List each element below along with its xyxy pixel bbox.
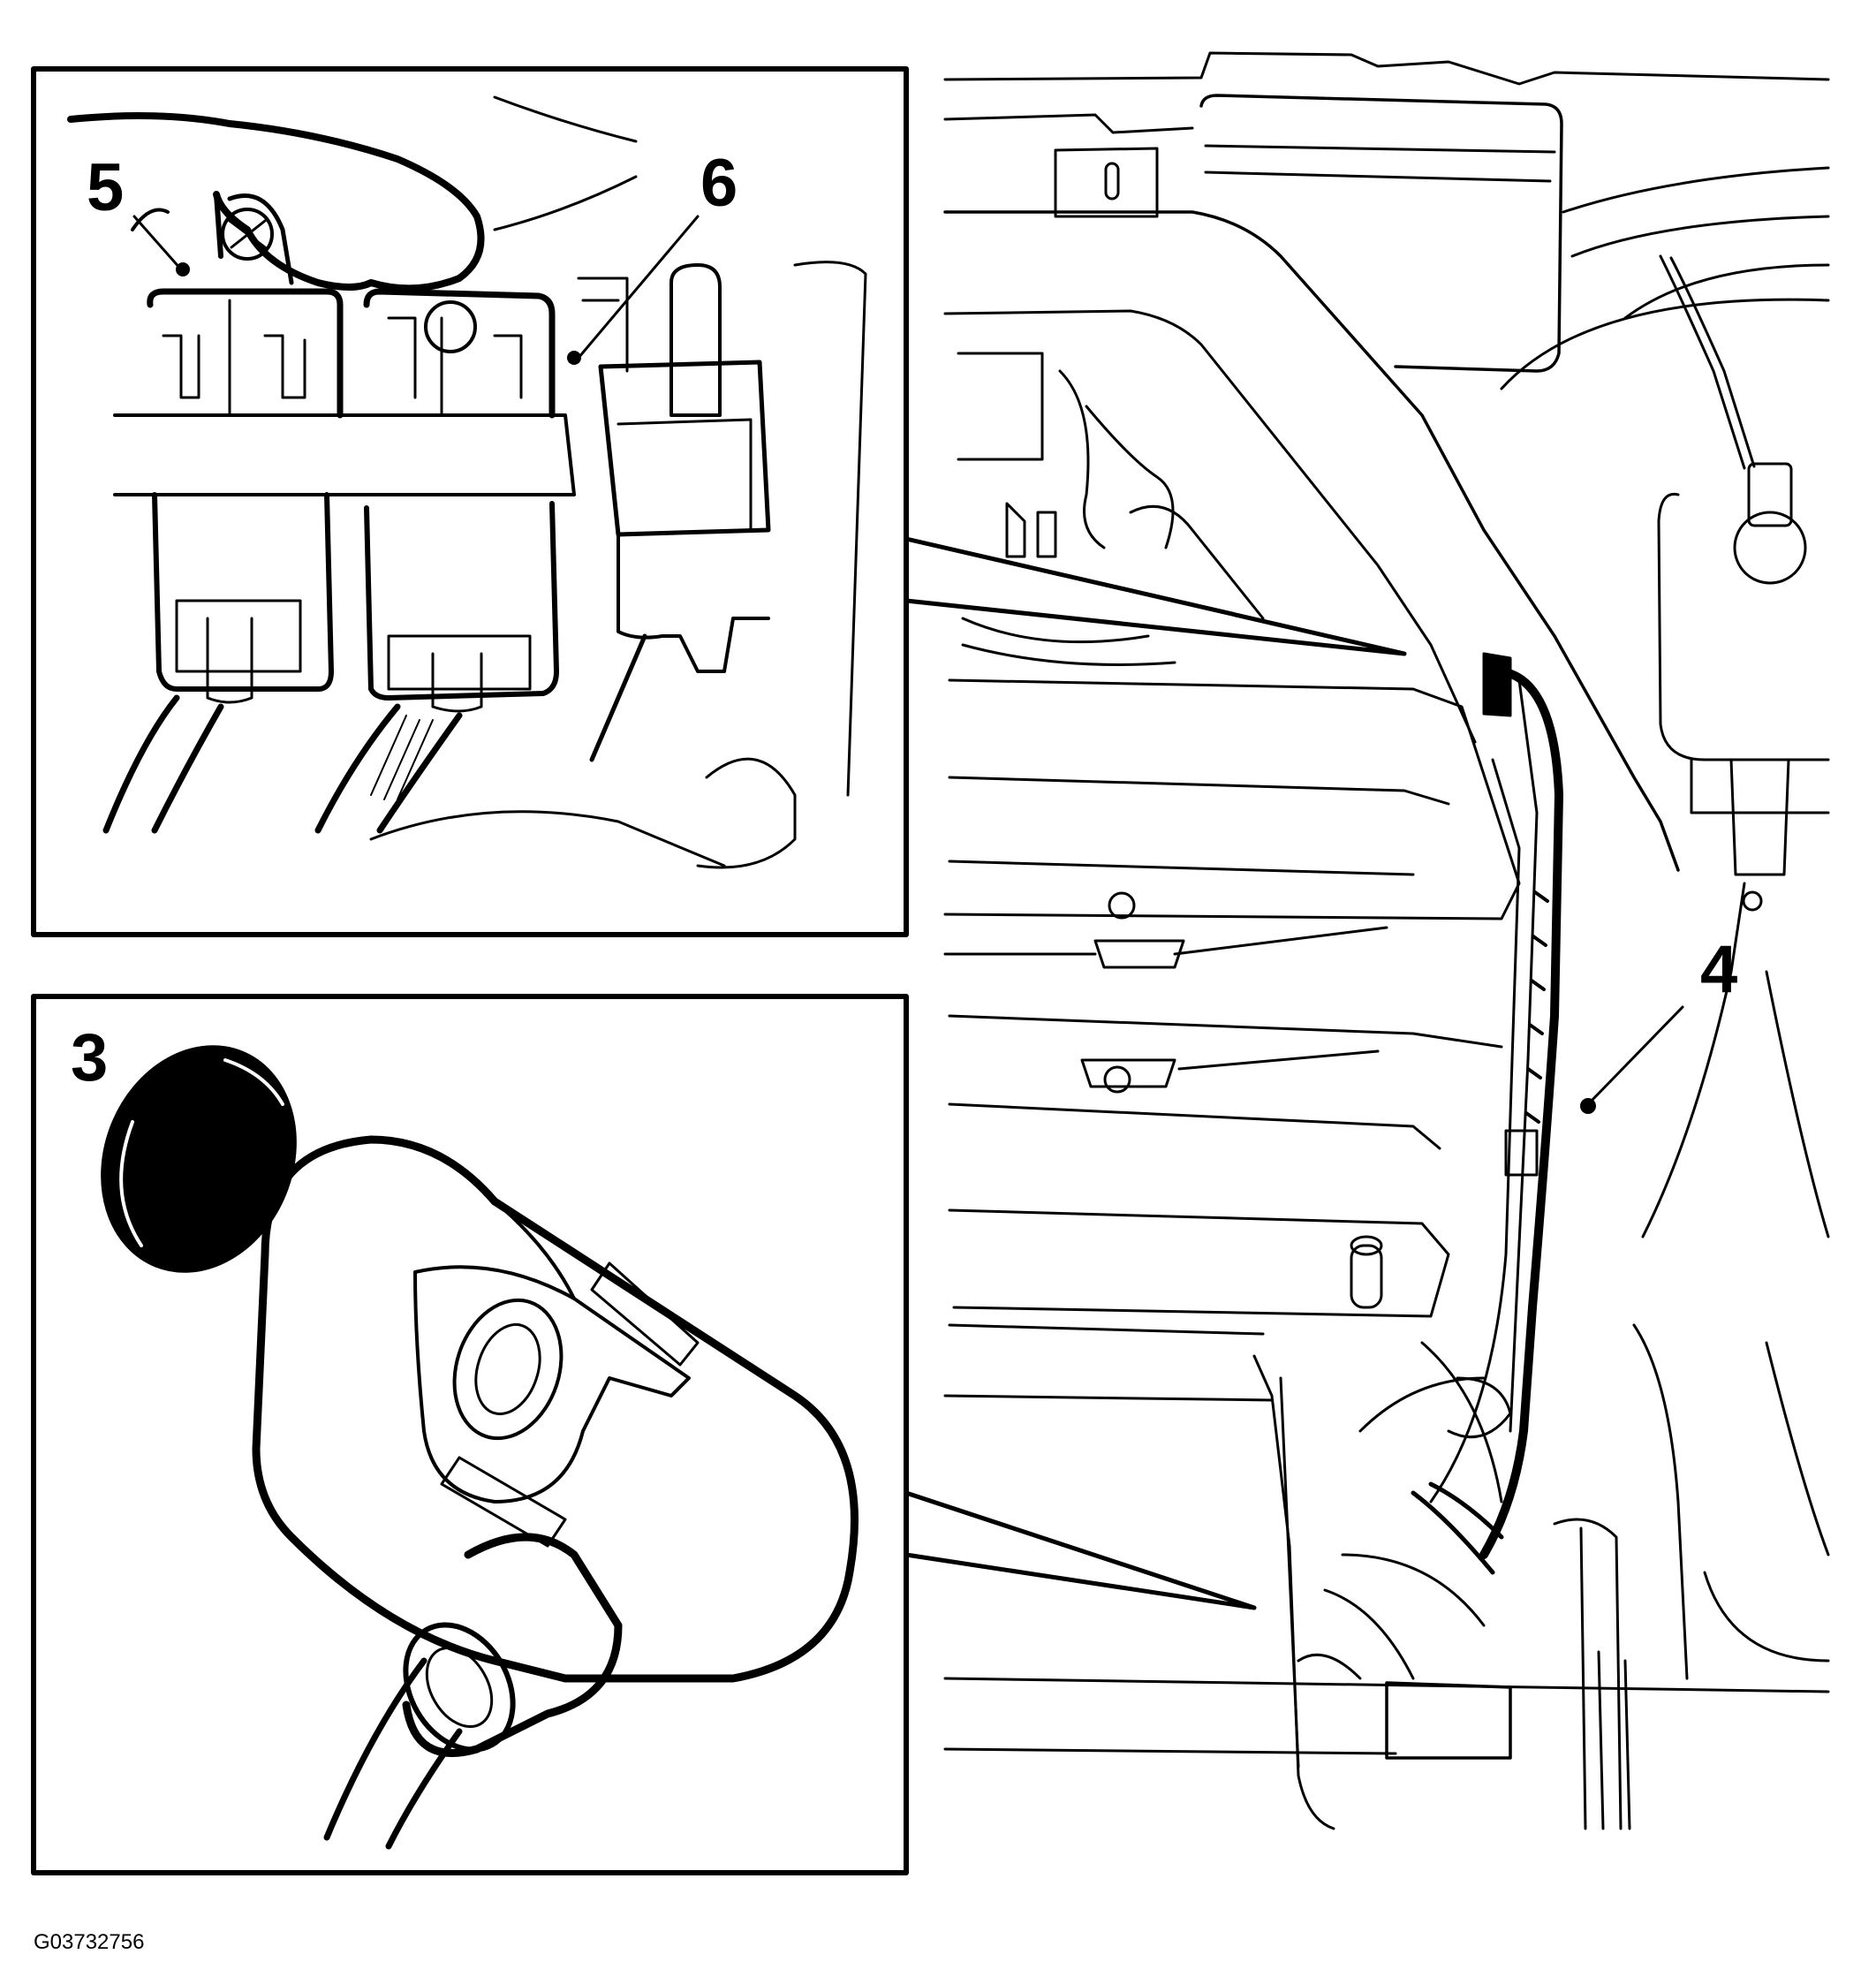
bolt-b [1080, 1058, 1176, 1094]
callout-label-3: 3 [71, 1020, 109, 1095]
cross-member [943, 210, 1680, 872]
connector-6 [598, 360, 771, 537]
cam-cover [943, 678, 1521, 920]
callout-label-6: 6 [700, 146, 738, 221]
sensor-body [252, 1135, 859, 1683]
inset-connectors [31, 66, 1407, 937]
brake-reservoir [1657, 492, 1830, 761]
main-engine-view [943, 51, 1830, 1830]
fuse-box [1199, 94, 1563, 373]
bolt-a [1093, 891, 1185, 969]
inset-sensor [31, 994, 1257, 1875]
hand [67, 112, 485, 292]
connector-5-housing [147, 288, 344, 419]
oil-cap [1350, 1235, 1383, 1309]
wiring-harness [1411, 652, 1563, 1575]
callout-4-leader [1580, 1005, 1684, 1114]
callout-label-4: 4 [1700, 932, 1738, 1007]
callout-label-5: 5 [87, 150, 125, 225]
seal-plug [101, 1045, 297, 1273]
figure-id: G03732756 [34, 1930, 145, 1954]
